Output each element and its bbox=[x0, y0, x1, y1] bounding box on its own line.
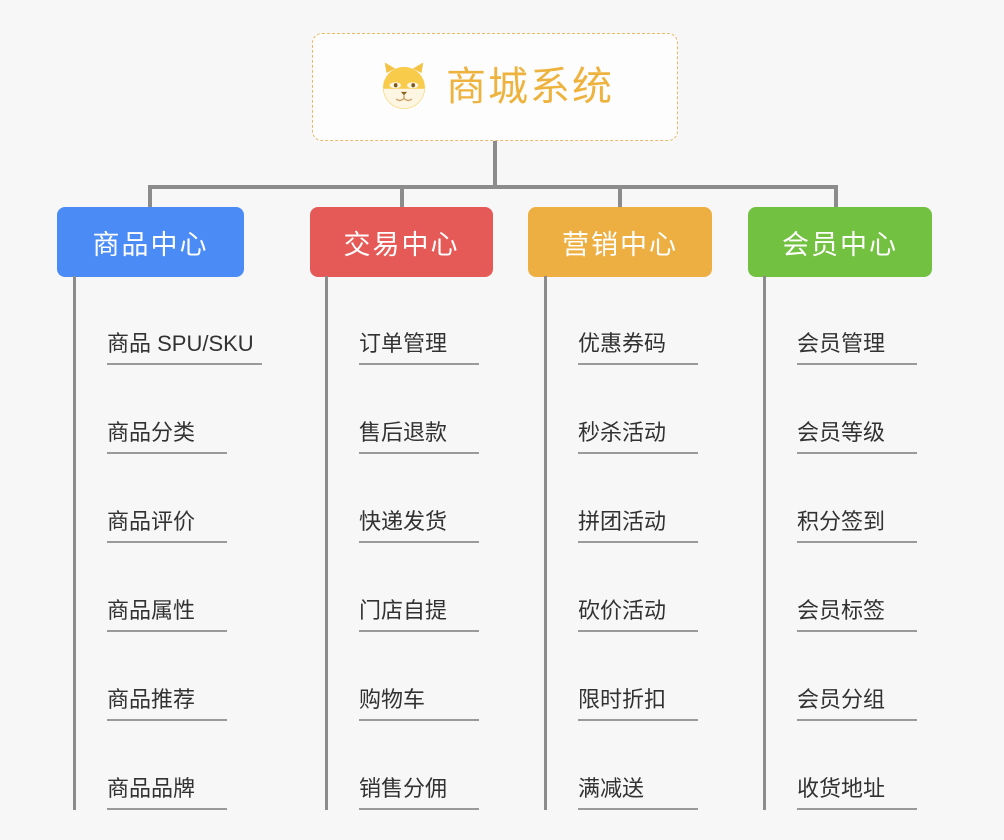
branch-spine-1 bbox=[325, 276, 328, 810]
connector-root-stem bbox=[493, 141, 497, 188]
leaf-item[interactable]: 订单管理 bbox=[325, 276, 525, 365]
leaf-label: 购物车 bbox=[359, 687, 479, 721]
leaf-item[interactable]: 会员分组 bbox=[763, 632, 963, 721]
category-label-2: 营销中心 bbox=[562, 229, 678, 260]
branch-spine-0 bbox=[73, 276, 76, 810]
leaf-label: 快递发货 bbox=[359, 509, 479, 543]
leaf-item[interactable]: 商品 SPU/SKU bbox=[73, 276, 273, 365]
root-node[interactable]: 商城系统 bbox=[312, 33, 678, 141]
leaf-label: 拼团活动 bbox=[578, 509, 698, 543]
leaf-label: 门店自提 bbox=[359, 598, 479, 632]
leaf-item[interactable]: 购物车 bbox=[325, 632, 525, 721]
leaf-item[interactable]: 优惠券码 bbox=[544, 276, 744, 365]
leaf-item[interactable]: 商品分类 bbox=[73, 365, 273, 454]
leaf-label: 会员分组 bbox=[797, 687, 917, 721]
leaf-label: 会员等级 bbox=[797, 420, 917, 454]
category-box-1[interactable]: 交易中心 bbox=[310, 207, 493, 277]
leaf-label: 商品分类 bbox=[107, 420, 227, 454]
leaf-item[interactable]: 秒杀活动 bbox=[544, 365, 744, 454]
leaf-item[interactable]: 满减送 bbox=[544, 721, 744, 810]
branch-column-3: 会员管理 会员等级 积分签到 会员标签 会员分组 收货地址 bbox=[763, 276, 963, 810]
leaf-item[interactable]: 售后退款 bbox=[325, 365, 525, 454]
branch-spine-3 bbox=[763, 276, 766, 810]
category-label-1: 交易中心 bbox=[343, 229, 460, 260]
leaf-label: 商品评价 bbox=[107, 509, 227, 543]
leaf-label: 秒杀活动 bbox=[578, 420, 698, 454]
leaf-item[interactable]: 积分签到 bbox=[763, 454, 963, 543]
branch-spine-2 bbox=[544, 276, 547, 810]
category-box-2[interactable]: 营销中心 bbox=[528, 207, 712, 277]
leaf-label: 限时折扣 bbox=[578, 687, 698, 721]
leaf-item[interactable]: 砍价活动 bbox=[544, 543, 744, 632]
leaf-label: 商品属性 bbox=[107, 598, 227, 632]
leaf-item[interactable]: 销售分佣 bbox=[325, 721, 525, 810]
leaf-item[interactable]: 快递发货 bbox=[325, 454, 525, 543]
leaf-item[interactable]: 商品属性 bbox=[73, 543, 273, 632]
leaf-label: 会员管理 bbox=[797, 331, 917, 365]
leaf-item[interactable]: 商品评价 bbox=[73, 454, 273, 543]
connector-drop-3 bbox=[618, 185, 622, 207]
branch-column-0: 商品 SPU/SKU 商品分类 商品评价 商品属性 商品推荐 商品品牌 bbox=[73, 276, 273, 810]
leaf-item[interactable]: 拼团活动 bbox=[544, 454, 744, 543]
branch-column-1: 订单管理 售后退款 快递发货 门店自提 购物车 销售分佣 bbox=[325, 276, 525, 810]
root-title: 商城系统 bbox=[446, 65, 614, 109]
leaf-label: 商品品牌 bbox=[107, 776, 227, 810]
leaf-label: 满减送 bbox=[578, 776, 698, 810]
category-box-0[interactable]: 商品中心 bbox=[57, 207, 244, 277]
connector-drop-4 bbox=[834, 185, 838, 207]
leaf-label: 商品推荐 bbox=[107, 687, 227, 721]
leaf-label: 商品 SPU/SKU bbox=[107, 331, 262, 365]
leaf-item[interactable]: 收货地址 bbox=[763, 721, 963, 810]
category-box-3[interactable]: 会员中心 bbox=[748, 207, 932, 277]
leaf-label: 优惠券码 bbox=[578, 331, 698, 365]
leaf-item[interactable]: 商品品牌 bbox=[73, 721, 273, 810]
category-label-3: 会员中心 bbox=[782, 229, 898, 260]
leaf-label: 会员标签 bbox=[797, 598, 917, 632]
leaf-item[interactable]: 商品推荐 bbox=[73, 632, 273, 721]
leaf-item[interactable]: 会员等级 bbox=[763, 365, 963, 454]
shiba-dog-icon bbox=[376, 59, 432, 115]
leaf-label: 售后退款 bbox=[359, 420, 479, 454]
category-label-0: 商品中心 bbox=[92, 229, 209, 260]
branch-column-2: 优惠券码 秒杀活动 拼团活动 砍价活动 限时折扣 满减送 bbox=[544, 276, 744, 810]
leaf-label: 砍价活动 bbox=[578, 598, 698, 632]
connector-horizontal-bus bbox=[148, 185, 838, 189]
leaf-item[interactable]: 会员管理 bbox=[763, 276, 963, 365]
leaf-label: 积分签到 bbox=[797, 509, 917, 543]
connector-drop-1 bbox=[148, 185, 152, 207]
leaf-item[interactable]: 会员标签 bbox=[763, 543, 963, 632]
leaf-label: 订单管理 bbox=[359, 331, 479, 365]
leaf-item[interactable]: 限时折扣 bbox=[544, 632, 744, 721]
leaf-item[interactable]: 门店自提 bbox=[325, 543, 525, 632]
leaf-label: 收货地址 bbox=[797, 776, 917, 810]
connector-drop-2 bbox=[400, 185, 404, 207]
leaf-label: 销售分佣 bbox=[359, 776, 479, 810]
